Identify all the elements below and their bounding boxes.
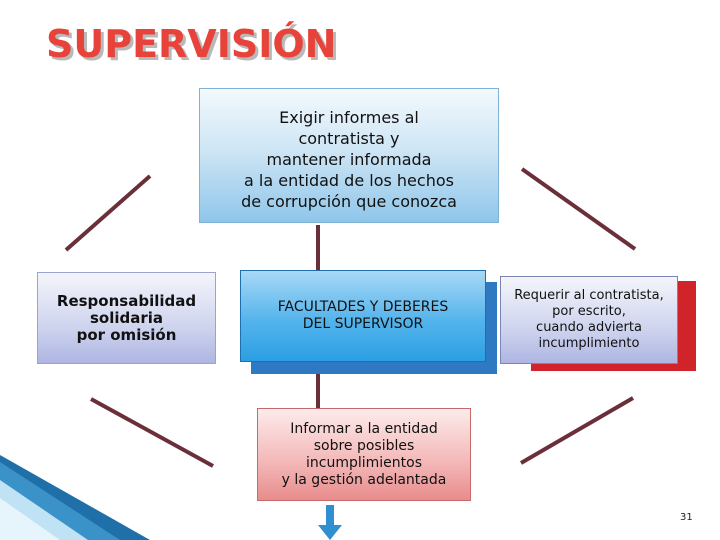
corner-swoosh: [0, 455, 150, 540]
center-box-facultades-text: FACULTADES Y DEBERES DEL SUPERVISOR: [277, 299, 449, 332]
duty-box-responsabilidad-text: Responsabilidad solidaria por omisión: [56, 291, 197, 344]
duty-box-requerir: Requerir al contratista, por escrito, cu…: [500, 276, 678, 364]
duty-box-informar: Informar a la entidad sobre posibles inc…: [257, 408, 471, 501]
page-number: 31: [680, 512, 693, 523]
connector-bottom-left: [90, 397, 214, 468]
connector-top-right: [520, 167, 637, 251]
duty-box-informes: Exigir informes al contratista y mantene…: [199, 88, 499, 223]
duty-box-informar-text: Informar a la entidad sobre posibles inc…: [281, 420, 447, 488]
connector-top-left: [64, 174, 152, 252]
duty-box-requerir-text: Requerir al contratista, por escrito, cu…: [514, 288, 664, 351]
slide-title: SUPERVISIÓN: [46, 22, 337, 66]
center-box-facultades: FACULTADES Y DEBERES DEL SUPERVISOR: [240, 270, 486, 362]
duty-box-responsabilidad: Responsabilidad solidaria por omisión: [37, 272, 216, 364]
down-arrow-icon: [318, 505, 342, 540]
duty-box-informes-text: Exigir informes al contratista y mantene…: [241, 108, 457, 211]
connector-bottom-right: [519, 396, 635, 465]
